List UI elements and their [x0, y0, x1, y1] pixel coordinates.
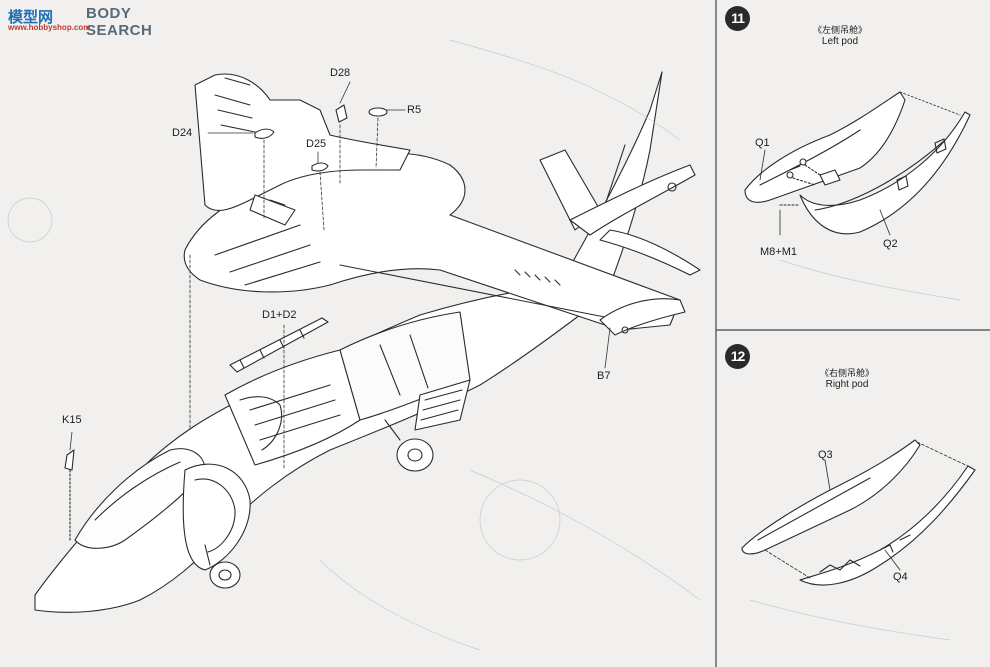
- callout-r5: R5: [407, 104, 422, 116]
- part-d25: [311, 162, 329, 172]
- part-r5: [368, 107, 388, 117]
- callout-d28: D28: [330, 67, 351, 79]
- watermark: 模型网 BODY SEARCH www.hobbyshop.com: [4, 2, 164, 39]
- right-pod-drawing: [741, 439, 976, 586]
- step-11-badge: 11: [725, 6, 750, 31]
- aircraft-tail: [539, 71, 701, 286]
- step-11-title: 《左侧吊舱》 Left pod: [780, 25, 900, 47]
- part-k15: [64, 449, 75, 541]
- part-d24: [254, 128, 275, 139]
- callout-b7: B7: [597, 370, 611, 382]
- callout-d1-d2: D1+D2: [262, 309, 297, 321]
- callout-d24: D24: [172, 127, 193, 139]
- step-12-badge: 12: [725, 344, 750, 369]
- part-d28: [335, 104, 348, 123]
- watermark-cjk: 模型网: [8, 9, 54, 26]
- part-d1-d2-probe: [229, 317, 329, 373]
- left-pod-drawing: [744, 91, 971, 236]
- step-12-title-cn: 《右侧吊舱》: [819, 368, 874, 378]
- step-12-title: 《右侧吊舱》 Right pod: [787, 368, 907, 390]
- callout-q3: Q3: [818, 449, 833, 461]
- watermark-brand: BODY SEARCH: [86, 5, 153, 39]
- watermark-url: www.hobbyshop.com: [8, 23, 91, 32]
- aircraft-wing: [183, 152, 686, 336]
- step-12-title-en: Right pod: [825, 379, 869, 390]
- aircraft-detached-wing-upper: [194, 73, 411, 226]
- step-11-title-en: Left pod: [821, 36, 859, 47]
- callout-q1: Q1: [755, 137, 770, 149]
- aircraft-fuselage: [34, 284, 601, 613]
- callout-q4: Q4: [893, 571, 908, 583]
- callout-d25: D25: [306, 138, 327, 150]
- main-landing-gear: [204, 419, 434, 589]
- callout-k15: K15: [62, 414, 82, 426]
- callout-m8-m1: M8+M1: [760, 246, 797, 258]
- callout-q2: Q2: [883, 238, 898, 250]
- step-11-title-cn: 《左侧吊舱》: [812, 25, 867, 35]
